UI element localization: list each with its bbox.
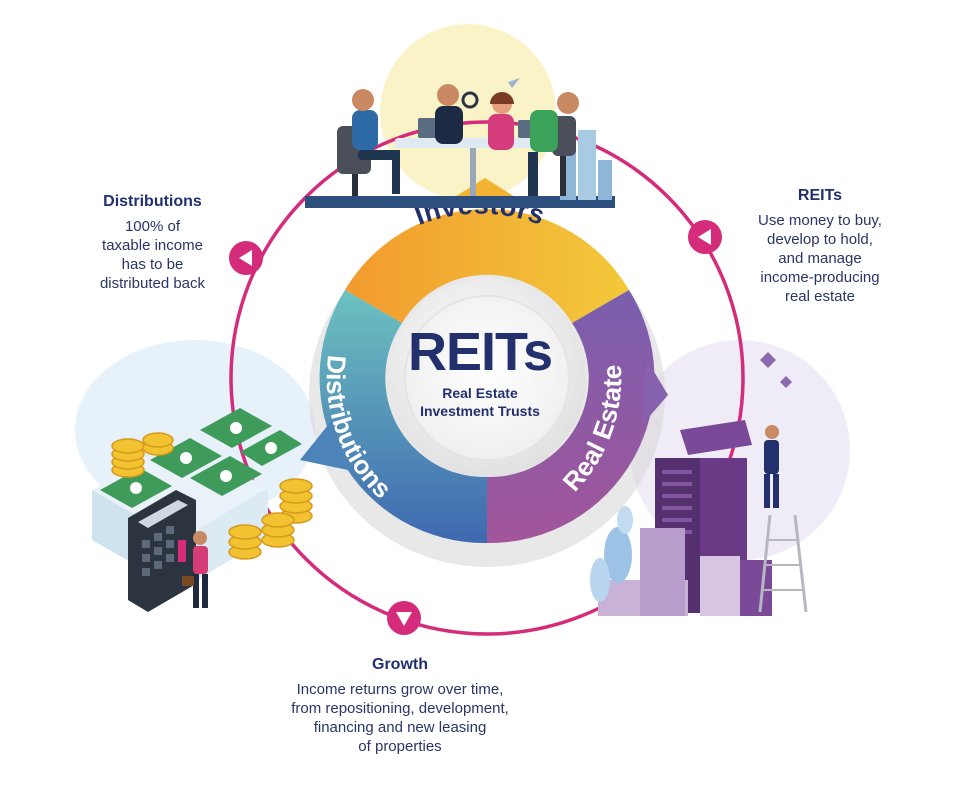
cycle-ring [229,120,745,636]
real-estate-segment-tip [642,360,668,425]
desc-line: taxable income [102,237,203,255]
investors-segment-tip [450,178,520,200]
desc-line: and manage [778,250,862,268]
desc-line: distributed back [99,275,206,293]
center-title: REITs [407,322,553,382]
investors-segment [345,209,629,323]
distributions-segment [319,290,487,544]
arrow-left-icon [229,241,263,275]
reits-annotation: REITs Use money to buy, develop to hold,… [735,186,905,306]
center-core [404,295,570,461]
desc-line: 100% of [124,218,181,236]
center-subtitle-line: Investment Trusts [420,402,540,419]
arrow-down-icon [387,601,421,635]
investors-bg-blob [380,24,556,200]
growth-annotation: Growth Income returns grow over time, fr… [255,655,545,756]
desc-line: income-producing [760,269,880,287]
growth-annotation-desc: Income returns grow over time, from repo… [255,680,545,756]
center-subtitle-line: Real Estate [442,385,518,401]
growth-annotation-title: Growth [372,656,428,673]
desc-line: of properties [358,738,442,756]
desc-line: Use money to buy, [758,212,882,230]
desc-line: financing and new leasing [313,719,487,737]
arrow-left-icon [688,220,722,254]
money-stacks-illustration [92,408,313,612]
center-subtitle: Real Estate Investment Trusts [380,385,580,420]
reits-annotation-title: REITs [797,187,843,204]
desc-line: real estate [784,288,856,306]
distributions-annotation-title: Distributions [103,193,202,210]
center-label: REITs Real Estate Investment Trusts [380,325,580,420]
desc-line: Income returns grow over time, [296,681,504,699]
reits-annotation-desc: Use money to buy, develop to hold, and m… [735,211,905,306]
desc-line: develop to hold, [767,231,873,249]
distributions-annotation: Distributions 100% of taxable income has… [70,192,235,293]
desc-line: from repositioning, development, [291,700,509,718]
real-estate-buildings-illustration [590,352,808,616]
investors-meeting-illustration [305,78,615,208]
distributions-segment-tip [300,420,348,470]
real-estate-segment [487,290,655,544]
desc-line: has to be [121,256,184,274]
distributions-annotation-desc: 100% of taxable income has to be distrib… [70,217,235,293]
